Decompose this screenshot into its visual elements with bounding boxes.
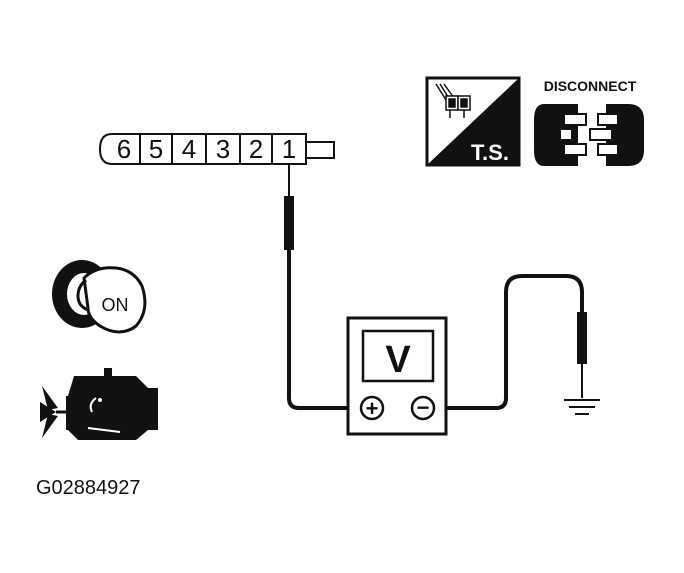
voltmeter-display <box>361 329 435 383</box>
voltmeter-unit: V <box>385 339 411 381</box>
positive-lead <box>284 164 360 410</box>
engine-icon <box>40 368 158 440</box>
negative-lead <box>434 274 587 410</box>
ignition-on-label: ON <box>102 295 129 315</box>
figure-id: G02884927 <box>36 477 141 499</box>
positive-symbol: + <box>366 396 379 421</box>
negative-symbol: − <box>417 395 430 420</box>
connector-latch <box>305 141 335 159</box>
connector-pin-1: 1 <box>282 134 296 164</box>
ignition-key-icon: ON <box>52 260 147 334</box>
connector-pin-5: 5 <box>149 134 163 164</box>
negative-terminal: − <box>410 395 436 421</box>
disconnect-connector-icon <box>534 104 644 166</box>
ground-icon <box>564 399 600 415</box>
connector-pin-4: 4 <box>182 134 196 164</box>
negative-probe <box>577 312 587 364</box>
connector-pin-3: 3 <box>216 134 230 164</box>
connector-pin-6: 6 <box>117 134 131 164</box>
connector-pin-2: 2 <box>249 134 263 164</box>
voltmeter: V + − <box>346 316 448 436</box>
disconnect-badge: DISCONNECT <box>534 78 644 166</box>
positive-probe <box>284 196 294 250</box>
test-screen-icon: T.S. <box>425 76 521 167</box>
positive-terminal: + <box>359 395 385 421</box>
ts-label: T.S. <box>471 140 509 165</box>
probe-connector-icon <box>435 83 471 118</box>
harness-connector: 6 5 4 3 2 1 <box>98 133 335 165</box>
disconnect-label: DISCONNECT <box>544 78 637 94</box>
